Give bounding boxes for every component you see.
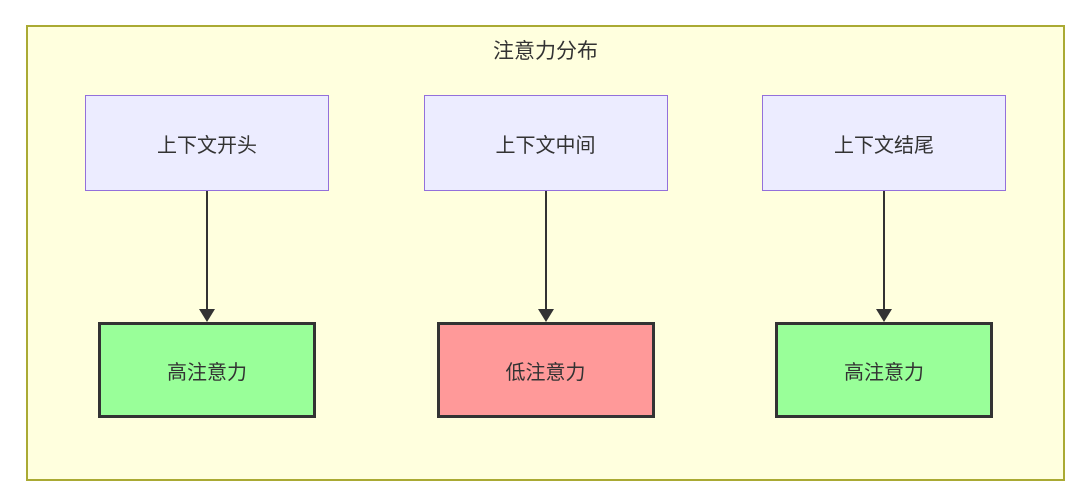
node-high-attention-left: 高注意力 bbox=[98, 322, 316, 418]
attention-distribution-container: 注意力分布 上下文开头 高注意力 上下文中间 低注意力 上下文结尾 bbox=[26, 25, 1065, 481]
arrow-head-icon bbox=[537, 309, 554, 322]
arrow-middle-to-attention bbox=[537, 191, 554, 322]
diagram-columns: 上下文开头 高注意力 上下文中间 低注意力 上下文结尾 bbox=[28, 95, 1063, 418]
arrow-line bbox=[544, 191, 547, 310]
diagram-title: 注意力分布 bbox=[493, 40, 598, 63]
node-high-attention-right: 高注意力 bbox=[775, 322, 993, 418]
arrow-head-icon bbox=[876, 309, 892, 322]
node-context-start: 上下文开头 bbox=[85, 95, 329, 191]
diagram-column-start: 上下文开头 高注意力 bbox=[83, 95, 331, 418]
arrow-end-to-attention bbox=[876, 191, 892, 322]
node-context-end: 上下文结尾 bbox=[762, 95, 1006, 191]
arrow-start-to-attention bbox=[199, 191, 215, 322]
node-low-attention-middle: 低注意力 bbox=[436, 322, 655, 418]
diagram-column-middle: 上下文中间 低注意力 bbox=[422, 95, 670, 418]
node-context-middle: 上下文中间 bbox=[423, 95, 668, 191]
arrow-line bbox=[206, 191, 208, 310]
diagram-column-end: 上下文结尾 高注意力 bbox=[760, 95, 1008, 418]
arrow-line bbox=[883, 191, 885, 310]
arrow-head-icon bbox=[199, 309, 215, 322]
